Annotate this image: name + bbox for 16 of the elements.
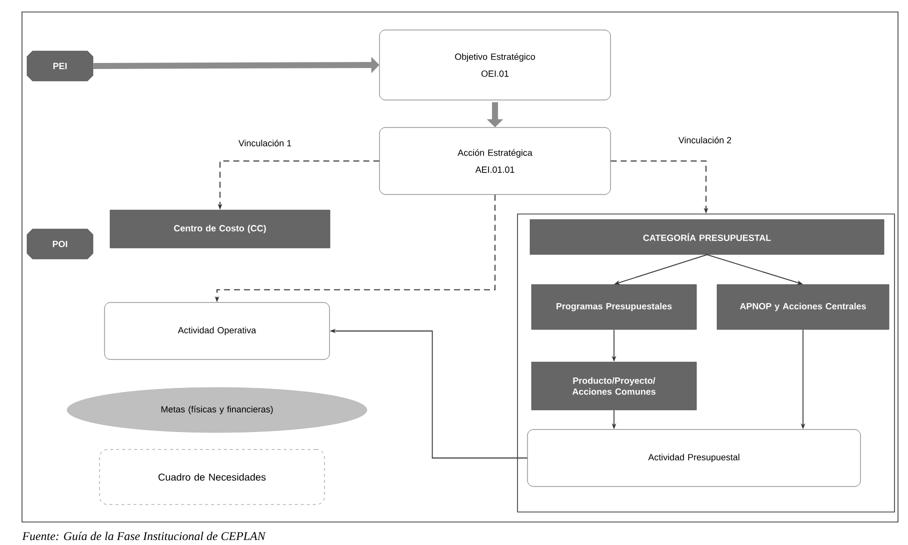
group-frame: [517, 214, 895, 512]
process-box: Centro de Costo (CC): [110, 210, 330, 248]
category-bar: CATEGORÍA PRESUPUESTAL: [530, 219, 884, 255]
process-box: APNOP y Acciones Centrales: [716, 284, 890, 330]
process-box: Cuadro de Necesidades: [99, 449, 325, 505]
process-box: Actividad Presupuestal: [527, 429, 861, 487]
caption: Fuente: Guía de la Fase Institucional de CEPLAN: [22, 532, 266, 540]
badge: PEI: [26, 50, 94, 82]
edge-label: Vinculación 2: [676, 135, 734, 145]
process-box: Actividad Operativa: [104, 302, 330, 360]
badge: POI: [26, 228, 94, 260]
edge-label: Vinculación 1: [236, 138, 294, 148]
process-box: Acción Estratégica AEI.01.01: [379, 127, 611, 195]
process-box: Producto/Proyecto/ Acciones Comunes: [531, 362, 697, 410]
process-box: Programas Presupuestales: [531, 284, 697, 330]
process-box: Objetivo Estratégico OEI.01: [379, 30, 611, 100]
